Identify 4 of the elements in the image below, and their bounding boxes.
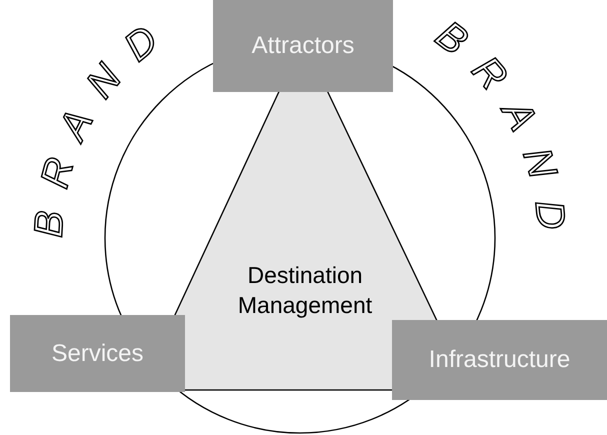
center-label: Destination Management bbox=[236, 261, 374, 320]
category-box: Infrastructure bbox=[392, 320, 607, 400]
category-box: Services bbox=[10, 315, 185, 392]
category-box: Attractors bbox=[213, 0, 393, 92]
